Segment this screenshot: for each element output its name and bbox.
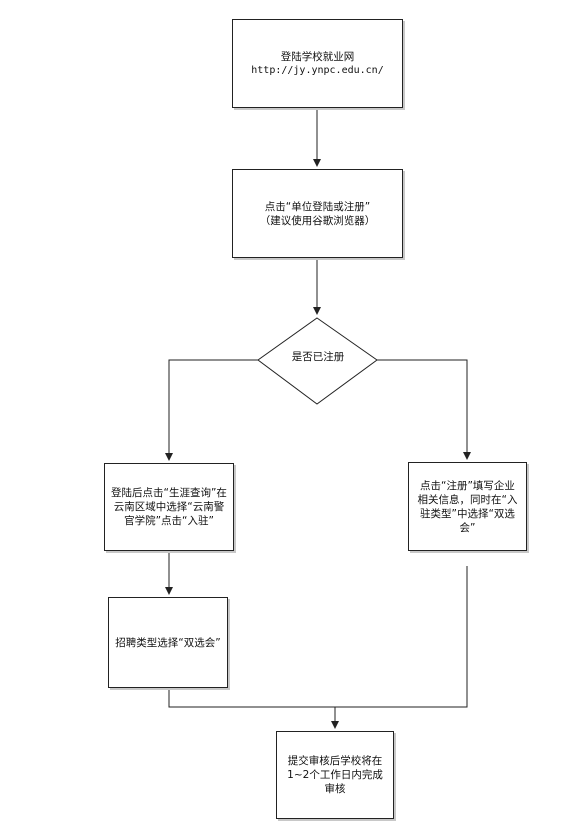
final-text: 提交审核后学校将在1~2个工作日内完成审核 [287,755,383,795]
click-register-line1: 点击“单位登陆或注册” [264,200,371,213]
decision-label: 是否已注册 [291,351,345,363]
arrow-decision-to-left [165,359,258,461]
click-register-line2: （建议使用谷歌浏览器） [259,214,376,227]
click-register-node: 点击“单位登陆或注册” （建议使用谷歌浏览器） [232,169,403,258]
start-node: 登陆学校就业网 http://jy.ynpc.edu.cn/ [232,19,403,108]
decision-diamond [257,317,378,405]
recruit-type-node: 招聘类型选择“双选会” [108,597,228,688]
final-node: 提交审核后学校将在1~2个工作日内完成审核 [276,731,394,819]
start-line1: 登陆学校就业网 [280,50,355,63]
right-branch-text: 点击“注册”填写企业相关信息，同时在“入驻类型”中选择“双选会” [417,479,518,534]
connector-right-to-merge [335,566,468,708]
arrow-decision-to-right [377,359,471,460]
left-branch-node: 登陆后点击“生涯查询”在云南区域中选择“云南警官学院”点击“入驻” [104,463,234,551]
start-url: http://jy.ynpc.edu.cn/ [251,64,384,76]
left-branch-text: 登陆后点击“生涯查询”在云南区域中选择“云南警官学院”点击“入驻” [111,487,227,527]
recruit-type-text: 招聘类型选择“双选会” [115,636,221,649]
right-branch-node: 点击“注册”填写企业相关信息，同时在“入驻类型”中选择“双选会” [408,462,527,551]
connector-recruit-to-merge [168,688,335,708]
